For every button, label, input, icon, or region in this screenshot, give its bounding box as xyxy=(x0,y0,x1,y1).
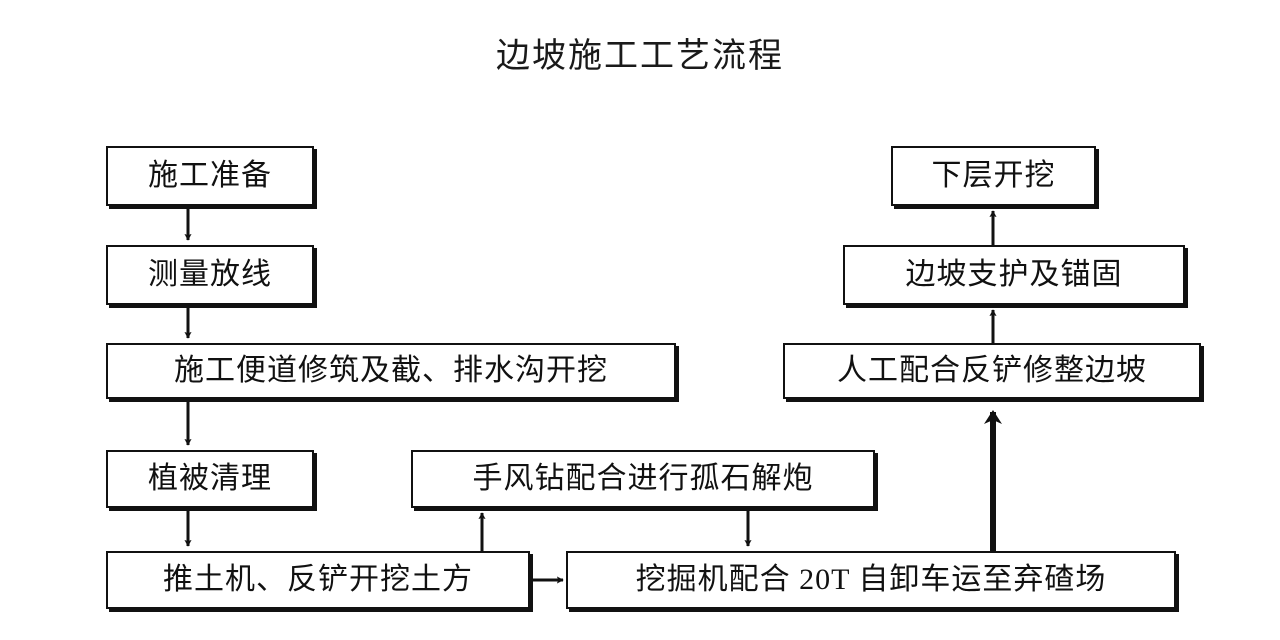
node-下层开挖[interactable]: 下层开挖 xyxy=(891,146,1096,206)
node-label: 植被清理 xyxy=(148,462,272,495)
node-label: 推土机、反铲开挖土方 xyxy=(163,563,473,596)
node-label: 边坡支护及锚固 xyxy=(905,258,1123,291)
node-label: 挖掘机配合 20T 自卸车运至弃碴场 xyxy=(635,563,1107,596)
node-施工准备[interactable]: 施工准备 xyxy=(106,146,314,206)
node-人工配合反铲修整边坡[interactable]: 人工配合反铲修整边坡 xyxy=(783,343,1201,399)
node-施工便道修筑及截排水沟开挖[interactable]: 施工便道修筑及截、排水沟开挖 xyxy=(106,343,676,399)
node-边坡支护及锚固[interactable]: 边坡支护及锚固 xyxy=(843,245,1185,305)
node-label: 下层开挖 xyxy=(931,159,1056,192)
node-挖掘机配合自卸车运至弃碴场[interactable]: 挖掘机配合 20T 自卸车运至弃碴场 xyxy=(566,551,1176,609)
node-label: 人工配合反铲修整边坡 xyxy=(837,354,1147,387)
node-植被清理[interactable]: 植被清理 xyxy=(106,450,314,508)
node-手风钻配合进行孤石解炮[interactable]: 手风钻配合进行孤石解炮 xyxy=(411,450,875,508)
node-label: 手风钻配合进行孤石解炮 xyxy=(472,462,814,495)
node-测量放线[interactable]: 测量放线 xyxy=(106,245,314,305)
node-label: 测量放线 xyxy=(148,258,272,291)
page-title: 边坡施工工艺流程 xyxy=(496,38,784,75)
node-推土机反铲开挖土方[interactable]: 推土机、反铲开挖土方 xyxy=(106,551,530,609)
node-label: 施工便道修筑及截、排水沟开挖 xyxy=(174,354,608,387)
node-label: 施工准备 xyxy=(148,159,272,192)
